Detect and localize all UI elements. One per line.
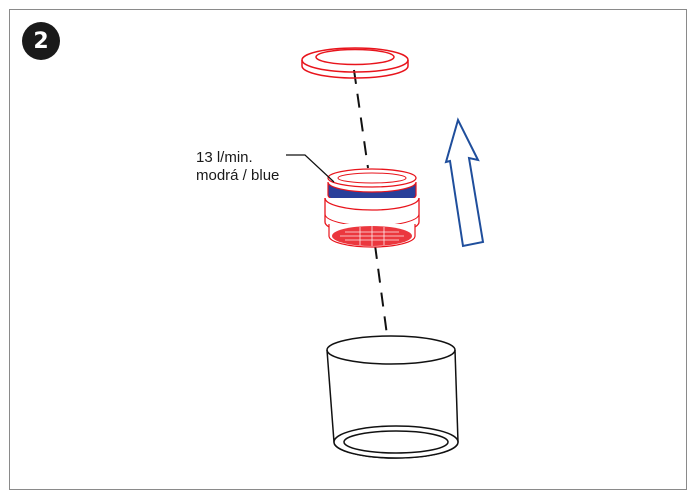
aerator-insert <box>324 168 420 248</box>
assembly-axis <box>353 69 388 336</box>
step-number-badge: 2 <box>22 22 60 60</box>
flow-rate-text: 13 l/min. <box>196 149 253 166</box>
step-number: 2 <box>33 28 49 54</box>
up-arrow-icon <box>444 117 485 248</box>
color-label-text: modrá / blue <box>196 167 280 184</box>
gasket-ring <box>301 47 409 79</box>
faucet-housing <box>326 335 459 459</box>
label-leader-line <box>286 154 335 183</box>
diagram-frame <box>9 9 687 490</box>
flow-rate-label: 13 l/min. modrá / blue <box>196 149 279 185</box>
